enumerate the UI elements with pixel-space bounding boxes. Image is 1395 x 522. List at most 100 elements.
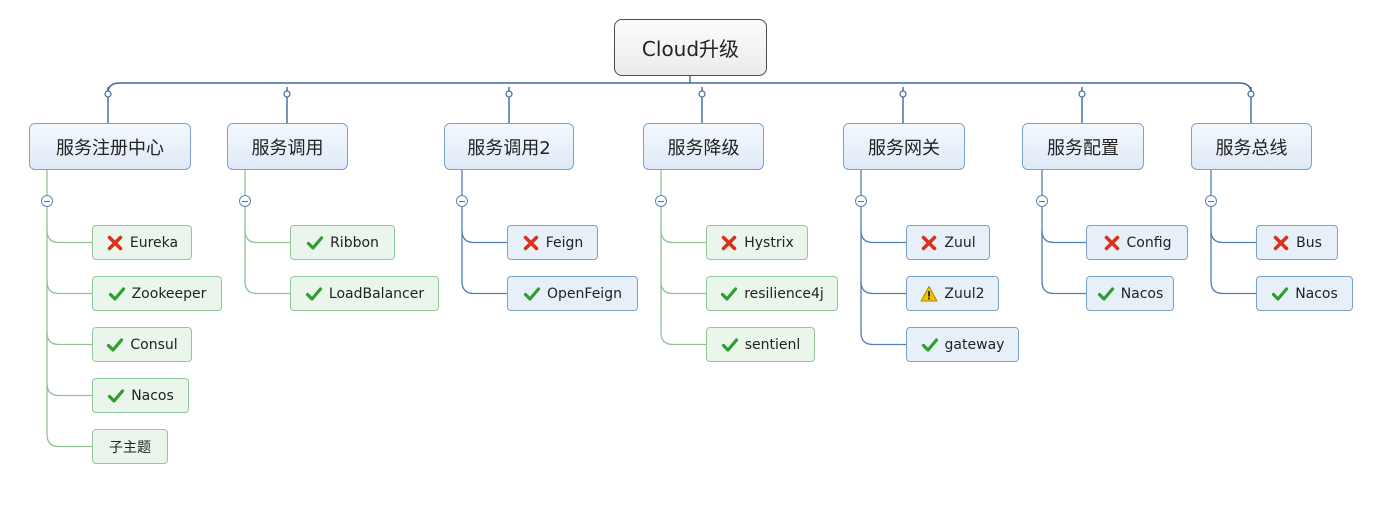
collapse-icon[interactable] xyxy=(655,195,667,207)
cross-icon xyxy=(922,235,937,250)
leaf-label: Feign xyxy=(545,234,584,251)
branch-topic[interactable]: 服务降级 xyxy=(643,123,764,170)
leaf-connector xyxy=(660,230,706,244)
check-icon xyxy=(306,235,324,250)
leaf-topic[interactable]: Eureka xyxy=(92,225,192,260)
check-icon xyxy=(108,286,125,301)
leaf-connector xyxy=(660,281,706,295)
collapse-icon[interactable] xyxy=(1205,195,1217,207)
leaf-connector xyxy=(461,230,507,244)
check-icon xyxy=(721,286,738,301)
leaf-topic[interactable]: Ribbon xyxy=(290,225,395,260)
leaf-label: sentienl xyxy=(744,336,801,353)
leaf-topic[interactable]: Nacos xyxy=(92,378,189,413)
leaf-topic[interactable]: Zookeeper xyxy=(92,276,222,311)
leaf-connector xyxy=(46,281,92,295)
leaf-connector xyxy=(860,332,906,346)
leaf-connector xyxy=(244,281,290,295)
connector-dot xyxy=(899,90,907,98)
check-icon xyxy=(1272,286,1289,301)
connector-dot xyxy=(505,90,513,98)
leaf-topic[interactable]: 子主题 xyxy=(92,429,168,464)
leaf-label: Nacos xyxy=(1120,285,1164,302)
cross-icon xyxy=(721,235,737,250)
leaf-connector xyxy=(46,434,92,448)
leaf-topic[interactable]: Consul xyxy=(92,327,192,362)
branch-topic[interactable]: 服务网关 xyxy=(843,123,965,170)
branch-topic[interactable]: 服务注册中心 xyxy=(29,123,191,170)
leaf-topic[interactable]: resilience4j xyxy=(706,276,838,311)
leaf-label: Nacos xyxy=(1295,285,1338,302)
collapse-icon[interactable] xyxy=(239,195,251,207)
leaf-label: Zookeeper xyxy=(131,285,207,302)
leaf-topic[interactable]: gateway xyxy=(906,327,1019,362)
leaf-topic[interactable]: Config xyxy=(1086,225,1188,260)
check-icon xyxy=(523,286,541,301)
collapse-icon[interactable] xyxy=(1036,195,1048,207)
leaf-label: LoadBalancer xyxy=(328,285,425,302)
warning-icon xyxy=(920,285,938,301)
cross-icon xyxy=(1104,235,1119,250)
leaf-topic[interactable]: Bus xyxy=(1256,225,1338,260)
leaf-topic[interactable]: OpenFeign xyxy=(507,276,638,311)
check-icon xyxy=(721,337,738,352)
leaf-topic[interactable]: sentienl xyxy=(706,327,815,362)
branch-topic[interactable]: 服务调用2 xyxy=(444,123,574,170)
collapse-icon[interactable] xyxy=(456,195,468,207)
root-bus-line xyxy=(107,82,1252,94)
leaf-connector xyxy=(860,281,906,295)
connector-dot xyxy=(1078,90,1086,98)
leaf-topic[interactable]: Zuul2 xyxy=(906,276,999,311)
leaf-label: resilience4j xyxy=(744,285,824,302)
leaf-topic[interactable]: Feign xyxy=(507,225,598,260)
check-icon xyxy=(108,388,125,403)
root-topic[interactable]: Cloud升级 xyxy=(614,19,767,76)
leaf-connector xyxy=(1041,230,1086,244)
connector-dot xyxy=(1247,90,1255,98)
cross-icon xyxy=(1273,235,1289,250)
leaf-label: Zuul2 xyxy=(944,285,985,302)
leaf-topic[interactable]: Hystrix xyxy=(706,225,808,260)
leaf-label: 子主题 xyxy=(109,439,151,456)
leaf-connector xyxy=(1210,281,1256,295)
leaf-connector xyxy=(46,332,92,346)
leaf-connector xyxy=(660,332,706,346)
collapse-icon[interactable] xyxy=(41,195,53,207)
check-icon xyxy=(1097,286,1114,301)
connector-dot xyxy=(283,90,291,98)
branch-topic[interactable]: 服务总线 xyxy=(1191,123,1312,170)
check-icon xyxy=(921,337,938,352)
leaf-connector xyxy=(46,383,92,397)
leaf-connector xyxy=(1210,230,1256,244)
branch-topic[interactable]: 服务调用 xyxy=(227,123,348,170)
cross-icon xyxy=(523,235,539,250)
leaf-label: Ribbon xyxy=(330,234,379,251)
leaf-label: Consul xyxy=(130,336,178,353)
leaf-label: gateway xyxy=(944,336,1005,353)
check-icon xyxy=(107,337,124,352)
connector-dot xyxy=(104,90,112,98)
leaf-connector xyxy=(461,281,507,295)
leaf-label: Config xyxy=(1126,234,1172,251)
collapse-icon[interactable] xyxy=(855,195,867,207)
leaf-connector xyxy=(46,230,92,244)
leaf-connector xyxy=(244,230,290,244)
leaf-topic[interactable]: LoadBalancer xyxy=(290,276,439,311)
leaf-label: Zuul xyxy=(944,234,976,251)
leaf-label: Nacos xyxy=(131,387,174,404)
connector-dot xyxy=(698,90,706,98)
leaf-label: Eureka xyxy=(129,234,179,251)
leaf-label: Bus xyxy=(1296,234,1322,251)
leaf-label: Hystrix xyxy=(744,234,794,251)
branch-topic[interactable]: 服务配置 xyxy=(1022,123,1144,170)
leaf-topic[interactable]: Nacos xyxy=(1256,276,1353,311)
check-icon xyxy=(305,286,323,301)
leaf-connector xyxy=(1041,281,1086,295)
leaf-topic[interactable]: Nacos xyxy=(1086,276,1174,311)
leaf-connector xyxy=(860,230,906,244)
leaf-label: OpenFeign xyxy=(547,285,622,302)
cross-icon xyxy=(107,235,123,250)
leaf-topic[interactable]: Zuul xyxy=(906,225,990,260)
